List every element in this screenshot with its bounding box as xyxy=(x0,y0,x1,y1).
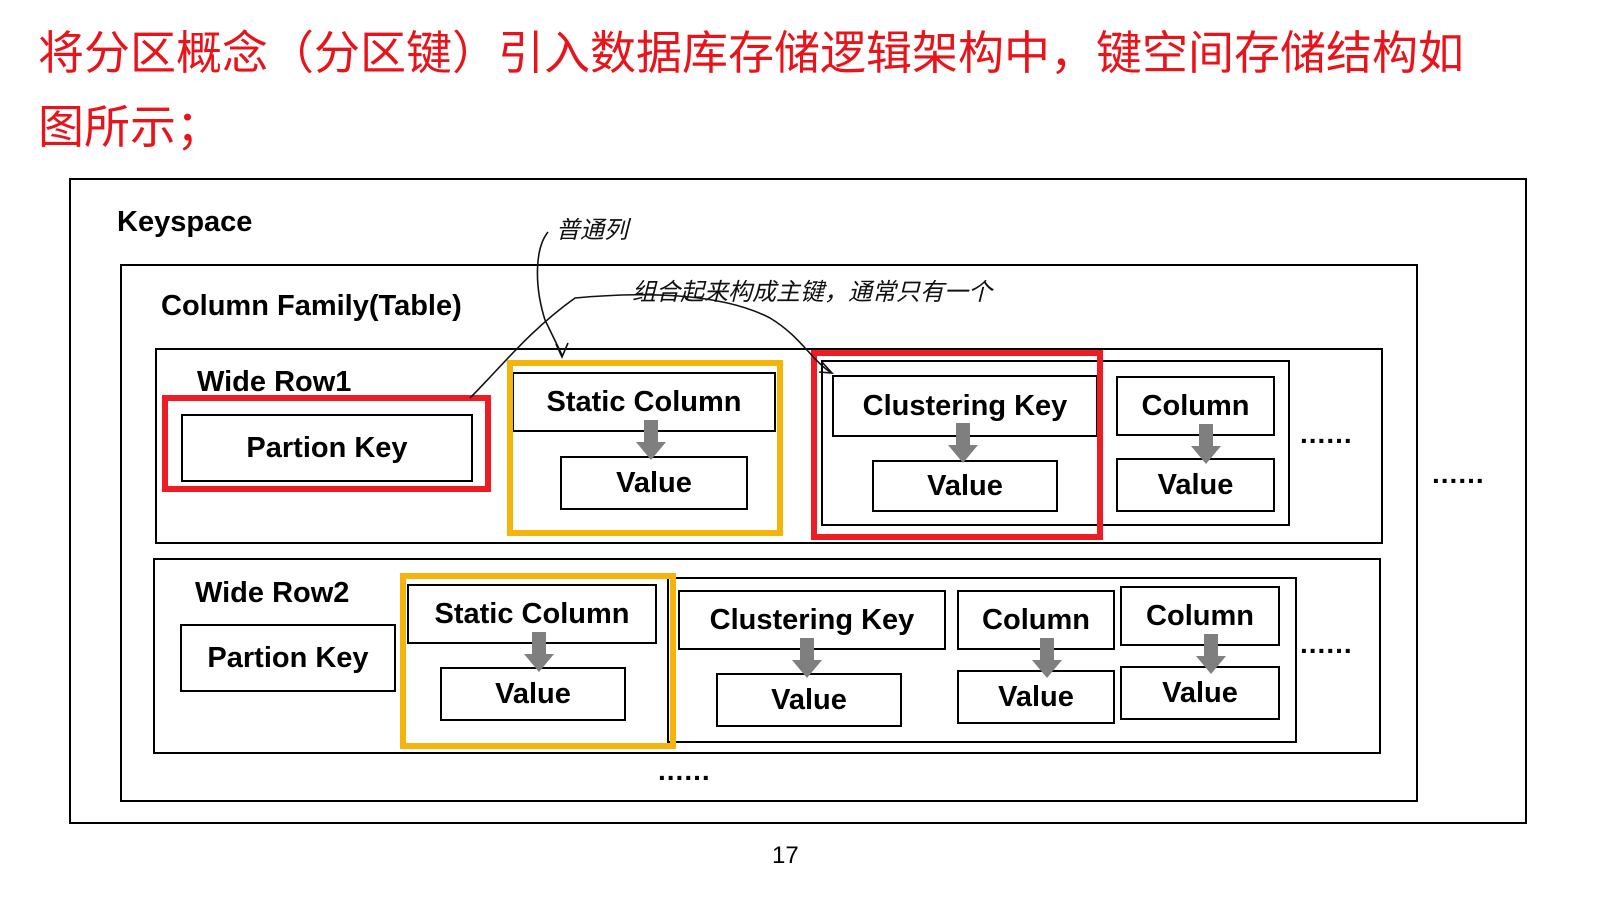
column-family-label: Column Family(Table) xyxy=(161,290,462,322)
row2-ellipsis: ...... xyxy=(1300,628,1353,659)
row2-columns-group-box xyxy=(667,577,1297,743)
wide-row-1-box xyxy=(155,348,1383,544)
row1-column-value: Value xyxy=(1116,458,1275,512)
row2-column-a: Column xyxy=(957,590,1115,650)
row2-column-a-down-arrow-icon xyxy=(1032,638,1062,678)
slide-heading-line2: 图所示； xyxy=(38,100,222,154)
page-number: 17 xyxy=(772,842,799,869)
row1-ellipsis: ...... xyxy=(1300,418,1353,449)
row2-static-value: Value xyxy=(440,667,626,721)
row2-column-a-value: Value xyxy=(957,670,1115,724)
row2-static-down-arrow-icon xyxy=(524,632,554,672)
row1-static-down-arrow-icon xyxy=(636,420,666,460)
keyspace-label: Keyspace xyxy=(117,206,253,238)
row1-static-value: Value xyxy=(560,456,748,510)
row2-column-b-value: Value xyxy=(1120,666,1280,720)
row1-clustering-down-arrow-icon xyxy=(948,423,978,463)
wide-row-2-box xyxy=(153,558,1381,754)
row2-column-b-down-arrow-icon xyxy=(1196,634,1226,674)
row2-static-highlight xyxy=(400,573,676,749)
row1-partition-key: Partion Key xyxy=(181,414,473,482)
row1-column: Column xyxy=(1116,376,1275,436)
handwritten-note-middle: 组合起来构成主键，通常只有一个 xyxy=(632,278,992,306)
row2-static-column: Static Column xyxy=(407,584,657,644)
row2-clustering-value: Value xyxy=(716,673,902,727)
row2-clustering-down-arrow-icon xyxy=(792,638,822,678)
wide-row-1-label: Wide Row1 xyxy=(197,366,352,398)
wide-row-2-label: Wide Row2 xyxy=(195,577,350,609)
column-family-box xyxy=(120,264,1418,802)
row2-column-b: Column xyxy=(1120,586,1280,646)
row1-clustering-value: Value xyxy=(872,460,1058,512)
keyspace-box xyxy=(69,178,1527,824)
row1-partition-highlight xyxy=(162,395,491,492)
slide-heading-line1: 将分区概念（分区键）引入数据库存储逻辑架构中，键空间存储结构如 xyxy=(38,26,1464,80)
row1-cluster-group-box xyxy=(821,360,1290,526)
row1-clustering-highlight xyxy=(811,350,1103,540)
row2-partition-key: Partion Key xyxy=(180,624,396,692)
more-rows-ellipsis: ...... xyxy=(658,755,711,786)
handwritten-note-top: 普通列 xyxy=(556,216,628,244)
row1-static-highlight xyxy=(507,360,783,536)
row-outer-ellipsis: ...... xyxy=(1432,458,1485,489)
row1-column-down-arrow-icon xyxy=(1191,424,1221,464)
